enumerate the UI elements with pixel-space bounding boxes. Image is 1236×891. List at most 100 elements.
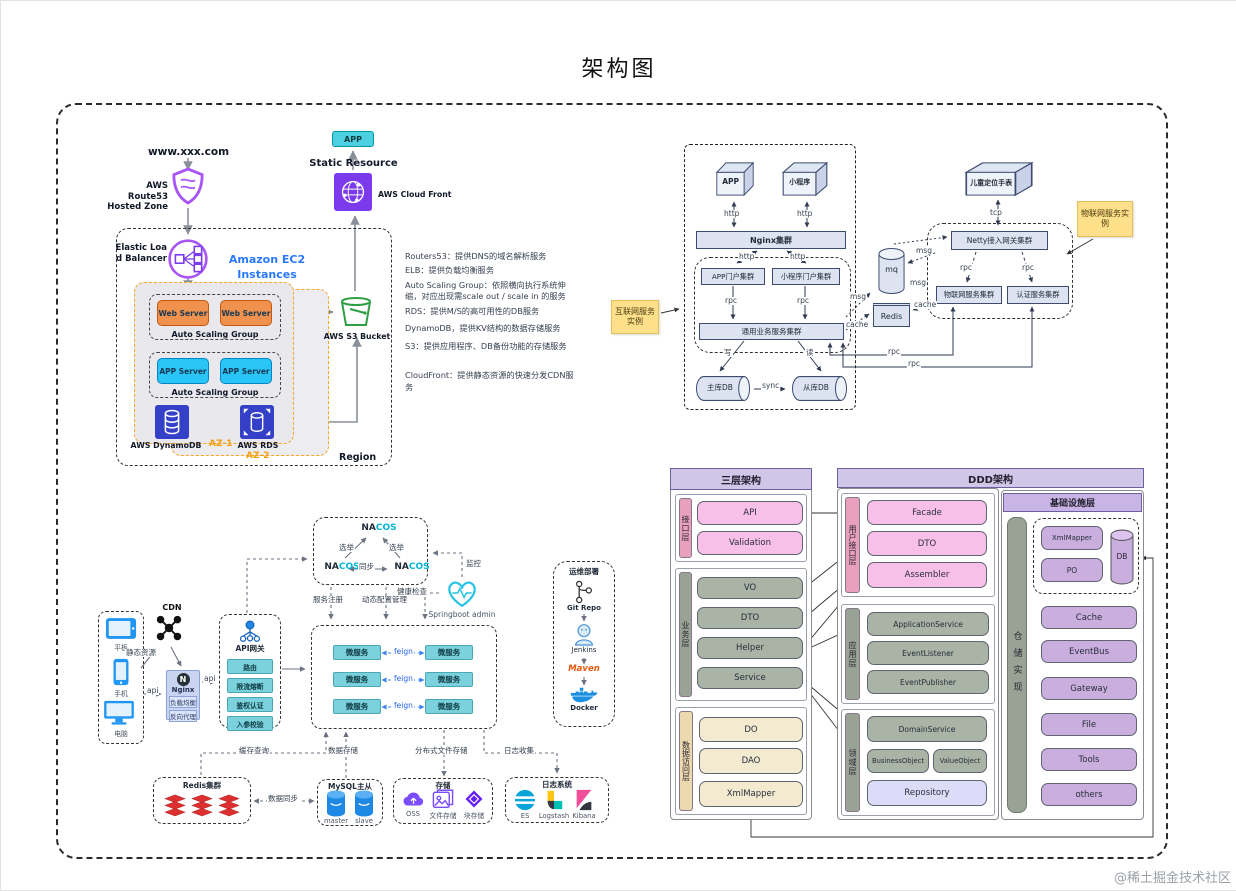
dynamodb-label: AWS DynamoDB xyxy=(130,441,202,450)
edge-label-http: http xyxy=(789,252,807,262)
nacos-na: NA xyxy=(361,523,376,533)
note-asg: Auto Scaling Group：依照横向执行系统伸缩，对应出现需scale… xyxy=(405,279,566,302)
api-gateway-box: API网关 路由 限流熔断 鉴权认证 入参校验 xyxy=(219,614,281,731)
docker-label: Docker xyxy=(570,704,598,712)
edge-label-msg: msg xyxy=(909,278,927,288)
ddd-header: DDD架构 xyxy=(837,468,1144,488)
infra-db-cylinder: DB xyxy=(1109,528,1135,586)
edge-label-msg: msg xyxy=(915,246,933,256)
domain-layer-sidebar: 领域层 xyxy=(845,713,860,812)
nacos-node-top: NACOS xyxy=(353,523,405,533)
s3-label: AWS S3 Bucket xyxy=(323,332,391,341)
asg-app-label: Auto Scaling Group xyxy=(171,388,259,397)
gateway-item-validate: 入参校验 xyxy=(227,716,273,731)
cdn-label: CDN xyxy=(162,603,182,612)
oss-icon xyxy=(401,790,426,808)
ui-layer-sidebar: 用户接口层 xyxy=(845,497,860,593)
infra-cache-box: Cache xyxy=(1041,606,1137,629)
infra-po-box: PO xyxy=(1041,558,1103,582)
edge-label-static: 静态资源 xyxy=(125,648,157,658)
block-storage-icon xyxy=(464,789,484,809)
t3-xmlmapper-box: XmlMapper xyxy=(699,781,803,807)
edge-label-rpc: rpc xyxy=(796,296,810,306)
edge-label-api: api xyxy=(146,686,160,696)
common-service-bar: 通用业务服务集群 xyxy=(699,323,844,340)
web-server-2: Web Server xyxy=(220,300,272,326)
edge-label-feign: feign xyxy=(393,647,414,657)
logstash-label: Logstash xyxy=(538,812,570,820)
storage-title: 存储 xyxy=(435,781,451,790)
edge-label-sync: 同步 xyxy=(358,562,375,572)
edge-label-log-collect: 日志收集 xyxy=(503,746,535,756)
gateway-item-auth: 鉴权认证 xyxy=(227,697,273,712)
nacos-node-right: NACOS xyxy=(394,562,430,572)
microservices-box xyxy=(311,625,497,729)
elb-label-line1: Elastic Loa xyxy=(115,243,167,253)
edge-label-data-sync: 数据同步 xyxy=(267,794,299,804)
es-label: ES xyxy=(520,812,530,820)
api-gateway-icon xyxy=(237,619,263,643)
edge-label-health: 健康检查 xyxy=(396,587,428,597)
data-access-layer-sidebar: 数据访问层 xyxy=(679,711,693,811)
edge-label-rpc: rpc xyxy=(1021,263,1035,273)
az2-label: AZ-2 xyxy=(246,451,270,461)
rds-label: AWS RDS xyxy=(237,441,279,450)
edge-label-sync: sync xyxy=(761,381,781,391)
edge-label-api: api xyxy=(203,674,217,684)
auth-cluster-box: 认证服务集群 xyxy=(1007,286,1069,304)
repo-impl-bar: 仓储实现 xyxy=(1007,517,1027,813)
log-system-box: 日志系统 xyxy=(505,777,609,823)
asg-web-box xyxy=(149,294,281,340)
infra-db-label: DB xyxy=(1116,552,1128,561)
internet-note: 互联网服务实例 xyxy=(611,300,659,334)
cdn-icon xyxy=(154,613,184,643)
aws-region-box xyxy=(116,228,392,466)
maven-logo: Maven xyxy=(568,664,600,674)
redis-box: Redis xyxy=(873,303,910,327)
business-layer-sidebar: 业务层 xyxy=(679,572,692,697)
nginx-proxy-label: 反向代理 xyxy=(169,710,197,722)
edge-label-http: http xyxy=(738,252,756,262)
portal-cluster-box xyxy=(694,257,851,353)
nginx-cluster-bar: Nginx集群 xyxy=(696,231,846,249)
edge-label-cache: cache xyxy=(845,320,870,330)
ddd-repository-box: Repository xyxy=(867,780,987,806)
edge-label-elect: 选举 xyxy=(338,543,355,553)
device-tablet-label: 平板 xyxy=(114,644,128,652)
t3-service-box: Service xyxy=(697,667,803,689)
tablet-icon xyxy=(105,617,137,640)
kibana-label: Kibana xyxy=(572,812,596,820)
domain-label: www.xxx.com xyxy=(147,146,230,158)
mapper-group-box xyxy=(1033,518,1139,594)
edge-label-file-store: 分布式文件存储 xyxy=(414,746,469,756)
nginx-logo-icon: N xyxy=(176,673,190,686)
ddd-valueobject-box: ValueObject xyxy=(933,749,987,773)
s3-bucket-icon xyxy=(338,295,374,329)
monitor-icon xyxy=(103,700,135,726)
redis-cluster-title: Redis集群 xyxy=(182,781,222,790)
iot-note: 物联网服务实例 xyxy=(1077,201,1133,237)
redis-icon xyxy=(191,794,213,817)
elb-label-line2: d Balancer xyxy=(116,253,167,264)
edge-label-data-store: 数据存储 xyxy=(327,746,359,756)
phone-icon xyxy=(112,658,130,686)
miniapp-portal-box: 小程序门户集群 xyxy=(772,268,840,285)
note-route53: Routers53：提供DNS的域名解析服务 xyxy=(405,251,547,261)
infra-others-box: others xyxy=(1041,783,1137,806)
t3-do-box: DO xyxy=(699,717,803,742)
app-server-1: APP Server xyxy=(157,358,209,384)
watch-cube: 儿童定位手表 xyxy=(963,161,1035,197)
mq-cylinder: mq xyxy=(877,247,906,295)
edge-label-http: http xyxy=(796,209,814,219)
mysql-master-label: master xyxy=(324,817,348,825)
edge-label-rpc: rpc xyxy=(724,296,738,306)
slave-db-label: 从库DB xyxy=(803,383,829,392)
region-label: Region xyxy=(339,452,377,463)
springboot-admin-label: Springboot admin xyxy=(428,610,496,619)
ops-title: 运维部署 xyxy=(569,567,599,576)
device-phone-label: 手机 xyxy=(114,690,128,698)
device-pc-label: 电脑 xyxy=(114,730,128,738)
springboot-admin-icon xyxy=(444,578,480,608)
iot-cluster-box: 物联网服务集群 xyxy=(936,286,1002,304)
route53-label-line1: AWS Route53 xyxy=(127,181,168,202)
